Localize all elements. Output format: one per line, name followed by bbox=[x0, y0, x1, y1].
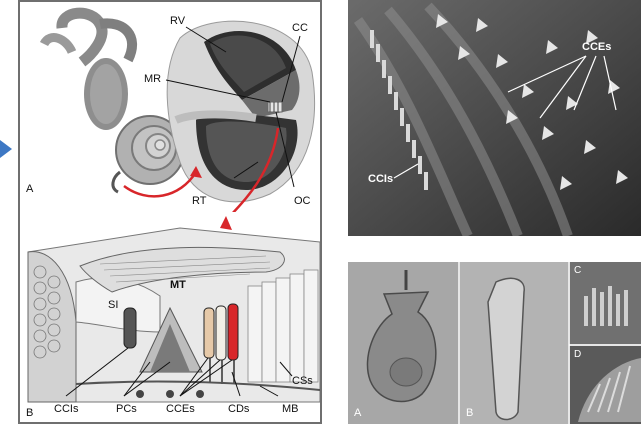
cces-label: CCEs bbox=[166, 404, 195, 415]
ccis-sem-label: CCIs bbox=[368, 174, 393, 185]
sem-b-label: B bbox=[466, 408, 473, 419]
sem-a-label: A bbox=[354, 408, 361, 419]
sem-d-label: D bbox=[574, 350, 581, 360]
si-label: SI bbox=[108, 300, 118, 311]
blue-arrow-icon bbox=[0, 138, 12, 160]
pcs-label: PCs bbox=[116, 404, 137, 415]
sem-c-label: C bbox=[574, 266, 581, 276]
rv-label: RV bbox=[170, 16, 185, 27]
css-label: CSs bbox=[292, 376, 313, 387]
mb-label: MB bbox=[282, 404, 299, 415]
panel-b-label: B bbox=[26, 408, 33, 419]
oc-label: OC bbox=[294, 196, 311, 207]
cc-label: CC bbox=[292, 23, 308, 34]
cds-label: CDs bbox=[228, 404, 249, 415]
rt-label: RT bbox=[192, 196, 206, 207]
organ-of-corti-illustration bbox=[20, 212, 320, 422]
cochlea-illustration bbox=[20, 2, 320, 212]
isolated-hair-cells-micrograph: A B C D bbox=[348, 262, 641, 424]
cochlea-diagram-panel: A RV CC MR RT OC bbox=[18, 0, 322, 424]
mt-label: MT bbox=[170, 280, 186, 291]
panel-a-label: A bbox=[26, 184, 33, 195]
cces-sem-label: CCEs bbox=[582, 42, 611, 53]
ccis-label: CCIs bbox=[54, 404, 78, 415]
hair-cell-sem-micrograph: CCEs CCIs bbox=[348, 0, 641, 236]
mr-label: MR bbox=[144, 74, 161, 85]
